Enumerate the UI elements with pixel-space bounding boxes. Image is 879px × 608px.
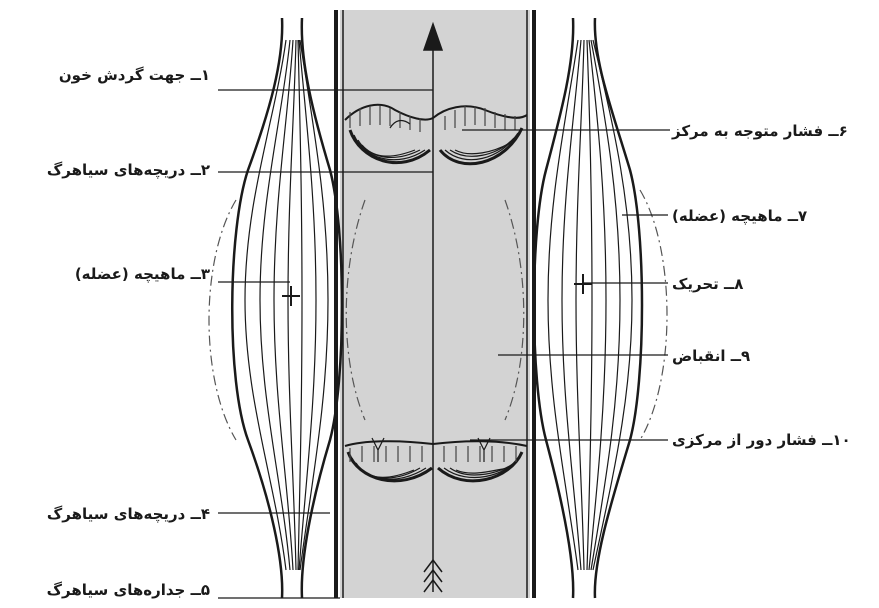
label-stimulation: ۸ــ تحریک	[672, 274, 743, 294]
right-muscle	[534, 18, 667, 598]
label-contraction: ۹ــ انقباض	[672, 346, 750, 366]
label-muscle-right: ۷ــ ماهیچه (عضله)	[672, 206, 807, 226]
label-centrifugal-pressure: ۱۰ــ فشار دور از مرکزی	[672, 430, 851, 450]
label-vein-walls: ۵ــ جدارە‌های سیاهرگ	[47, 580, 210, 600]
label-centripetal-pressure: ۶ــ فشار متوجه به مرکز	[672, 121, 848, 141]
label-blood-flow-direction: ۱ــ جهت گردش خون	[59, 65, 210, 85]
left-muscle	[209, 18, 342, 598]
vein-lumen	[340, 10, 530, 598]
label-vein-valves-lower: ۴ــ دریچه‌های سیاهرگ	[47, 504, 210, 524]
label-vein-valves-upper: ۲ــ دریچه‌های سیاهرگ	[47, 160, 210, 180]
label-muscle-left: ۳ــ ماهیچه (عضله)	[75, 264, 210, 284]
